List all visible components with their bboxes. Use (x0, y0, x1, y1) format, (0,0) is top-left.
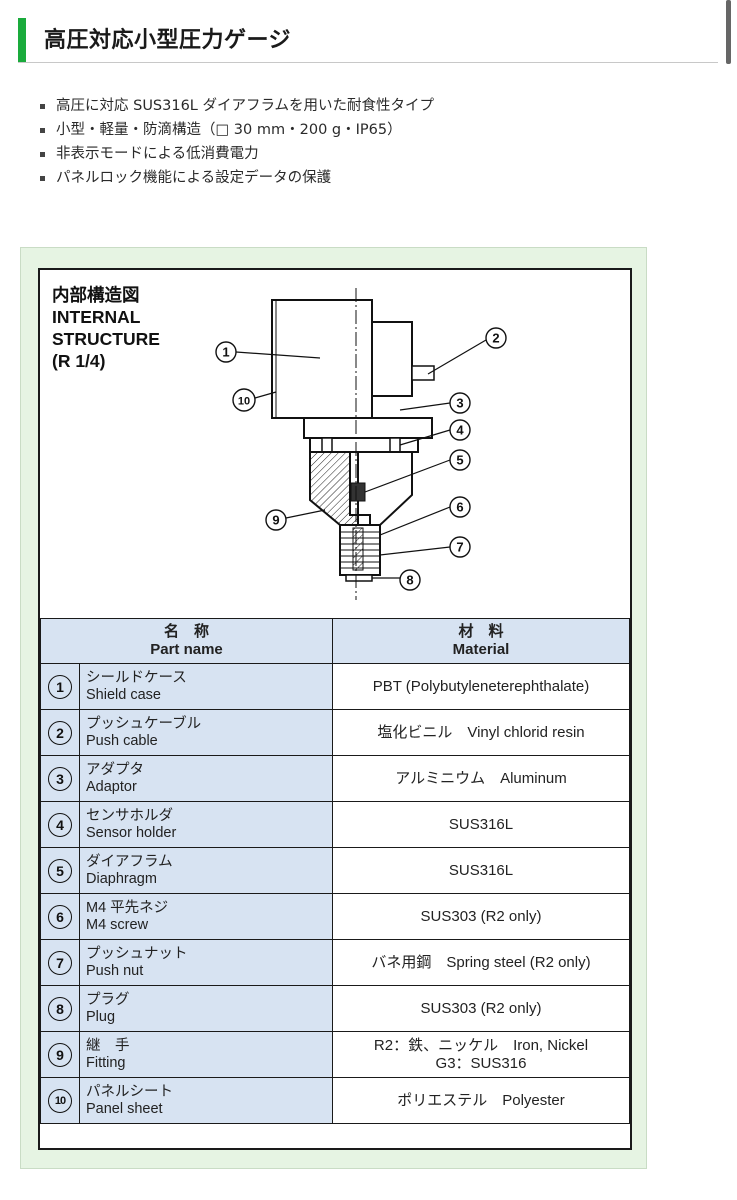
part-number: 5 (48, 858, 72, 883)
svg-text:5: 5 (456, 453, 463, 468)
part-number: 8 (48, 996, 72, 1021)
shield-case-shape (271, 299, 373, 419)
part-name-header: 名 称 Part name (40, 618, 333, 664)
structure-frame: 内部構造図 INTERNAL STRUCTURE (R 1/4) (38, 268, 632, 1150)
callout-4: 4 (449, 419, 471, 441)
part-number: 6 (48, 904, 72, 929)
internal-structure-diagram: 1 2 3 4 5 6 7 8 9 10 (215, 288, 507, 600)
callout-6: 6 (449, 496, 471, 518)
svg-text:10: 10 (238, 396, 250, 408)
callout-1: 1 (215, 341, 237, 363)
svg-text:1: 1 (222, 345, 229, 360)
diaphragm-shape (350, 482, 366, 502)
plug-shape (345, 574, 373, 582)
callout-5: 5 (449, 449, 471, 471)
svg-text:9: 9 (272, 513, 279, 528)
part-number: 1 (48, 674, 72, 699)
list-item: 小型・軽量・防滴構造（□ 30 mm・200 g・IP65） (40, 118, 434, 142)
part-number: 9 (48, 1042, 72, 1067)
heading-accent-bar (18, 18, 26, 62)
structure-figure: 内部構造図 INTERNAL STRUCTURE (R 1/4) (20, 247, 647, 1169)
material-header: 材 料 Material (332, 618, 630, 664)
table-header-row: 名 称 Part name 材 料 Material (40, 618, 630, 664)
svg-text:7: 7 (456, 540, 463, 555)
list-item: 非表示モードによる低消費電力 (40, 142, 434, 166)
callout-7: 7 (449, 536, 471, 558)
scrollbar[interactable] (726, 0, 731, 64)
part-number: 3 (48, 766, 72, 791)
svg-text:8: 8 (406, 573, 413, 588)
page-title: 高圧対応小型圧力ゲージ (44, 28, 292, 53)
part-number: 10 (48, 1088, 72, 1113)
section-heading: 高圧対応小型圧力ゲージ (18, 14, 718, 63)
svg-text:4: 4 (456, 423, 464, 438)
cable-housing-shape (371, 321, 413, 397)
list-item: パネルロック機能による設定データの保護 (40, 166, 434, 190)
part-number: 2 (48, 720, 72, 745)
callout-3: 3 (449, 392, 471, 414)
adaptor-shape (303, 417, 433, 439)
svg-text:2: 2 (492, 331, 499, 346)
push-cable-shape (411, 365, 435, 381)
part-number: 4 (48, 812, 72, 837)
callout-2: 2 (485, 327, 507, 349)
svg-text:6: 6 (456, 500, 463, 515)
svg-text:3: 3 (456, 396, 463, 411)
callout-10: 10 (232, 388, 256, 412)
feature-list: 高圧に対応 SUS316L ダイアフラムを用いた耐食性タイプ 小型・軽量・防滴構… (40, 94, 434, 190)
callout-9: 9 (265, 509, 287, 531)
list-item: 高圧に対応 SUS316L ダイアフラムを用いた耐食性タイプ (40, 94, 434, 118)
callout-8: 8 (399, 569, 421, 591)
structure-title: 内部構造図 INTERNAL STRUCTURE (R 1/4) (52, 285, 160, 371)
part-number: 7 (48, 950, 72, 975)
